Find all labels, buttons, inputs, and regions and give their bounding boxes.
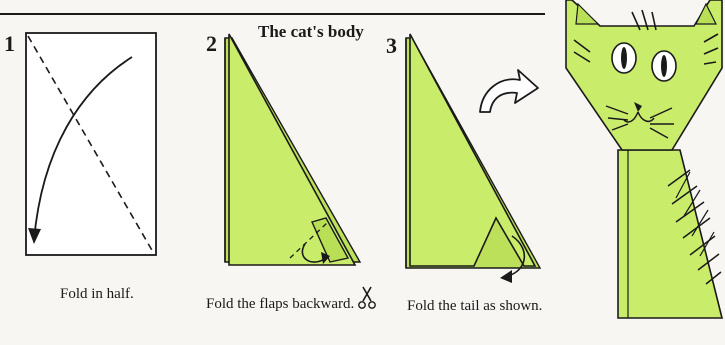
cat-body [618,150,722,318]
step-1-number: 1 [4,31,15,57]
step-3-caption: Fold the tail as shown. [407,298,542,315]
section-title: The cat's body [258,22,364,42]
step-2-paper [229,34,355,265]
step-1-diagram [26,33,156,255]
step-3-number: 3 [386,33,397,59]
step-2-number: 2 [206,31,217,57]
curved-arrow-icon [480,70,538,112]
step-2-caption: Fold the flaps backward. [206,296,354,313]
step-3-arrow-head [500,270,512,283]
scissors-icon [359,287,375,308]
step-1-caption: Fold in half. [60,286,134,303]
cat-figure [566,0,722,318]
step-2-diagram [225,34,360,265]
step-3-paper [410,34,535,266]
